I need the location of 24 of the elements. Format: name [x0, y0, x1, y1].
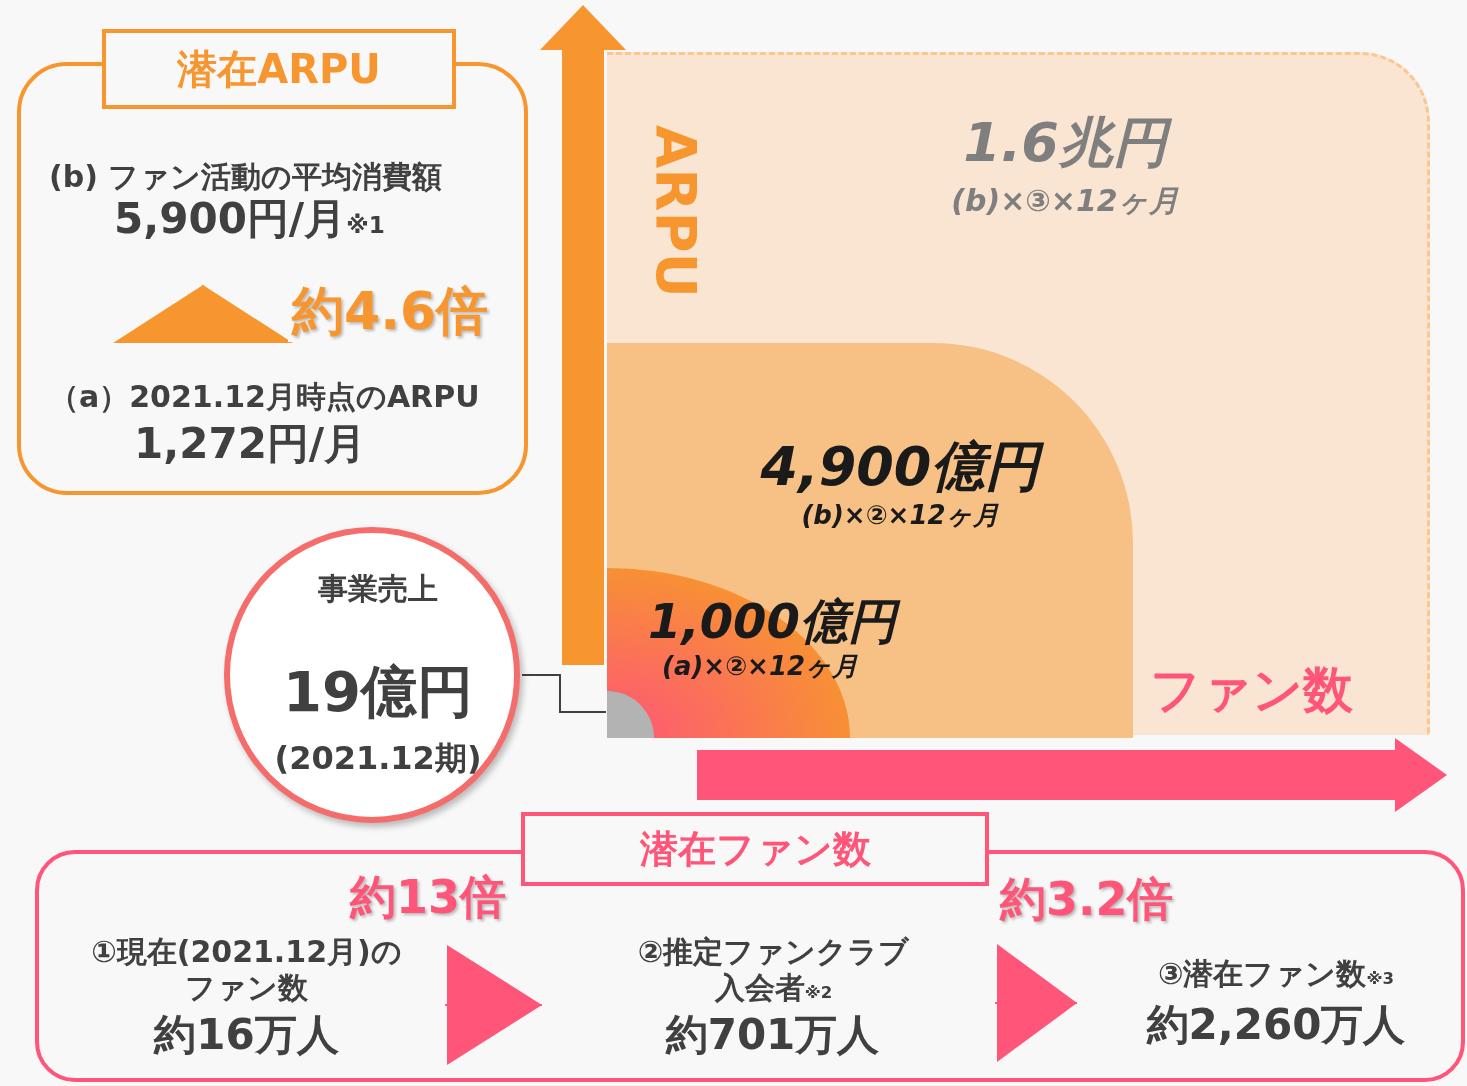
- formula-text: (a)×②×12ヶ月: [662, 651, 860, 683]
- value-text: 約701万人: [664, 1010, 881, 1061]
- label-text: 事業売上: [317, 571, 439, 607]
- value-text: 約16万人: [152, 1010, 340, 1061]
- period-text: (2021.12期): [273, 739, 483, 778]
- leader-line: [521, 674, 607, 713]
- arrow: [994, 944, 1078, 1062]
- description-text: (b) ファン活動の平均消費額: [49, 159, 444, 195]
- axis-label: ARPU: [643, 125, 711, 298]
- axis-label: ファン数: [1150, 660, 1353, 720]
- arrow: [444, 945, 543, 1065]
- formula-text: (b)×②×12ヶ月: [800, 500, 1000, 532]
- card-heading: 潜在ファン数: [521, 812, 989, 886]
- amount-text: 4,900億円: [700, 435, 1100, 500]
- card-heading: 潜在ARPU: [102, 29, 456, 109]
- amount-text: 19億円: [282, 658, 474, 726]
- revenue-area: [607, 52, 1430, 735]
- value-text: 1,272円/月: [134, 419, 368, 470]
- revenue-area: [607, 343, 1133, 738]
- description-text: （a）2021.12月時点のARPU: [49, 379, 481, 415]
- value-text: 約2,260万人: [1145, 1000, 1407, 1051]
- amount-text: 1.6兆円: [840, 111, 1290, 176]
- description-text: ①現在(2021.12月)のファン数: [90, 934, 403, 1006]
- formula-text: (b)×③×12ヶ月: [950, 183, 1180, 219]
